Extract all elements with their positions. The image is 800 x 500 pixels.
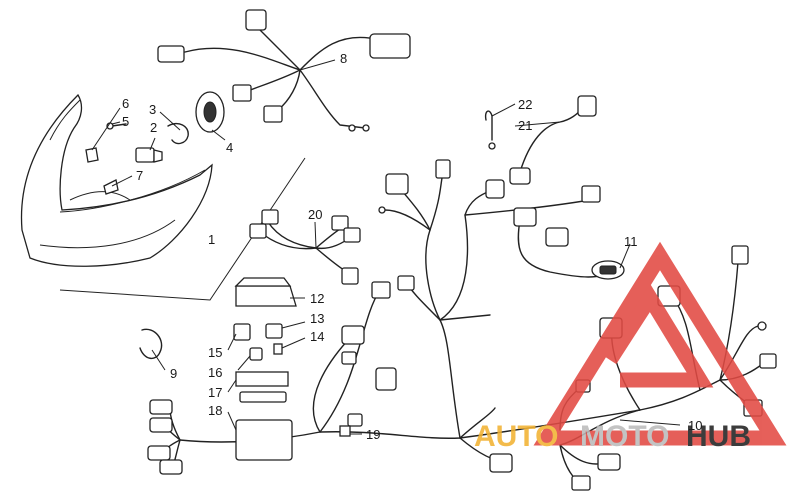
fuse-box-seal: [239, 391, 287, 403]
callout-1: 1: [208, 232, 215, 247]
bulb-socket: [103, 179, 119, 195]
headlight-bulb: [135, 147, 163, 163]
harness-connector: [157, 45, 185, 63]
callout-16: 16: [208, 365, 222, 380]
mini-fuse: [273, 343, 283, 355]
callout-2: 2: [150, 120, 157, 135]
callout-9: 9: [170, 366, 177, 381]
callout-13: 13: [310, 311, 324, 326]
relay: [265, 323, 283, 339]
headlight-bracket-line: [59, 157, 306, 301]
callout-18: 18: [208, 403, 222, 418]
relay-small: [249, 347, 263, 361]
callout-17: 17: [208, 385, 222, 400]
bulb-dust-cover: [195, 91, 225, 133]
bulb-retainer-clip: [167, 122, 189, 145]
fuse-block: [235, 419, 293, 461]
harness-connector: [369, 33, 411, 59]
callout-7: 7: [136, 168, 143, 183]
callout-8: 8: [340, 51, 347, 66]
fuse-box-cover: [234, 277, 297, 307]
headlight-harness: [157, 9, 411, 132]
sensor-harness: [509, 95, 597, 185]
watermark-triangle: [533, 241, 787, 446]
callout-11: 11: [624, 234, 638, 249]
watermark-auto: AUTO: [474, 420, 558, 453]
watermark-moto: MOTO: [580, 420, 669, 453]
callout-5: 5: [122, 114, 129, 129]
fuse-19: [339, 425, 351, 437]
relay: [233, 323, 251, 341]
callout-21: 21: [518, 118, 532, 133]
watermark-logo: AUTO MOTO HUB: [474, 241, 787, 453]
callout-4: 4: [226, 140, 233, 155]
callout-19: 19: [366, 427, 380, 442]
callout-3: 3: [149, 102, 156, 117]
ground-wire-clip: [484, 110, 496, 150]
callout-12: 12: [310, 291, 324, 306]
callout-20: 20: [308, 207, 322, 222]
callout-numbers: 1 2 3 4 5 6 7 8 9 10 11 12 13 14 15 16 1…: [122, 51, 702, 442]
leader-lines: [91, 59, 681, 435]
switch-sub-harness: [249, 209, 361, 285]
harness-connector: [245, 9, 267, 31]
watermark-hub: HUB: [686, 420, 751, 453]
speed-nut: [85, 147, 99, 163]
headlight-housing: [20, 93, 213, 267]
snap-ring: [139, 328, 163, 359]
harness-connector: [263, 105, 283, 123]
inline-fuse-holder: [591, 260, 625, 280]
callout-10: 10: [688, 418, 702, 433]
callout-15: 15: [208, 345, 222, 360]
harness-connector: [232, 84, 252, 102]
callout-6: 6: [122, 96, 129, 111]
fuse-set: [235, 371, 289, 387]
callout-22: 22: [518, 97, 532, 112]
callout-14: 14: [310, 329, 324, 344]
